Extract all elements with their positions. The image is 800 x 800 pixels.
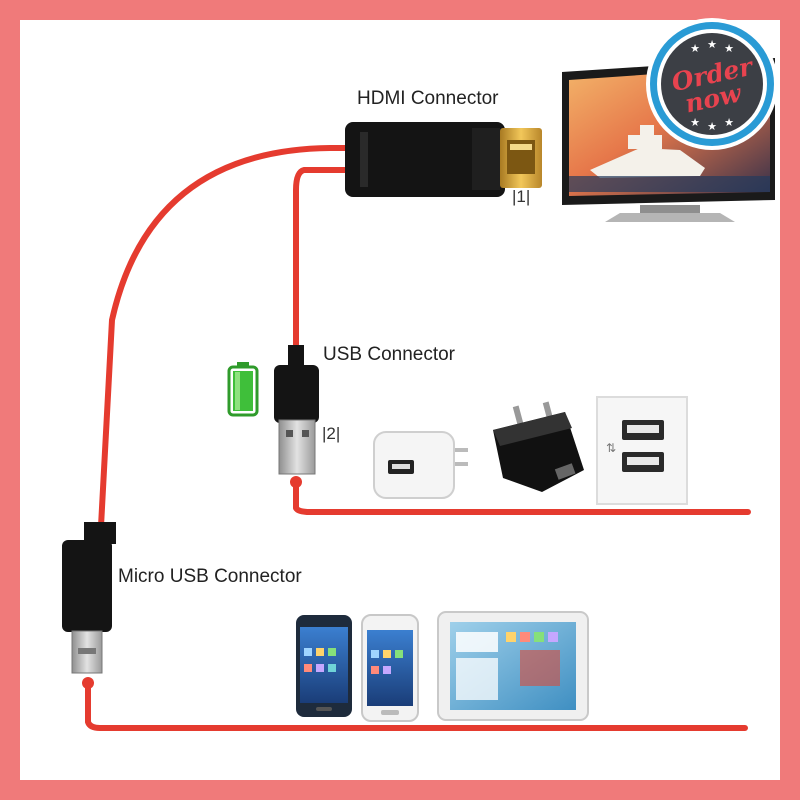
hdmi-connector-label: HDMI Connector: [357, 88, 499, 109]
tablet-icon: [437, 611, 589, 721]
svg-text:★: ★: [690, 116, 700, 129]
hdmi-connector: [345, 122, 542, 197]
smartphone-dark-icon: [296, 615, 352, 717]
order-now-badge: ★ ★ ★ ★ ★ ★: [646, 18, 778, 150]
usb-branch-cable: [293, 167, 353, 353]
micro-usb-connector-label: Micro USB Connector: [118, 566, 302, 587]
white-usb-charger-icon: [373, 431, 468, 499]
micro-line-dot: [82, 677, 94, 689]
svg-text:⇅: ⇅: [606, 441, 616, 455]
usb-port-number: |2|: [322, 424, 341, 443]
hdmi-port-number: |1|: [512, 187, 531, 206]
cable-lines: [85, 145, 751, 731]
smartphone-white-icon: [361, 614, 419, 722]
mobile-line: [85, 680, 748, 731]
svg-text:★: ★: [690, 42, 700, 55]
black-usb-charger-icon: [493, 401, 584, 492]
main-cable: [97, 145, 353, 548]
micro-usb-connector: [62, 522, 116, 674]
usb-connector-label: USB Connector: [323, 344, 456, 365]
usb-line-dot: [290, 476, 302, 488]
svg-text:★: ★: [707, 38, 717, 51]
usb-a-connector: [274, 345, 319, 475]
svg-text:★: ★: [707, 120, 717, 133]
power-line: [293, 479, 751, 515]
badge-stars: ★ ★ ★ ★ ★ ★: [690, 38, 734, 133]
usb-a-plug-metal: [278, 419, 316, 475]
svg-text:★: ★: [724, 42, 734, 55]
battery-icon: [227, 362, 259, 417]
svg-text:★: ★: [724, 116, 734, 129]
usb-wall-outlet-icon: ⇅: [596, 396, 688, 505]
